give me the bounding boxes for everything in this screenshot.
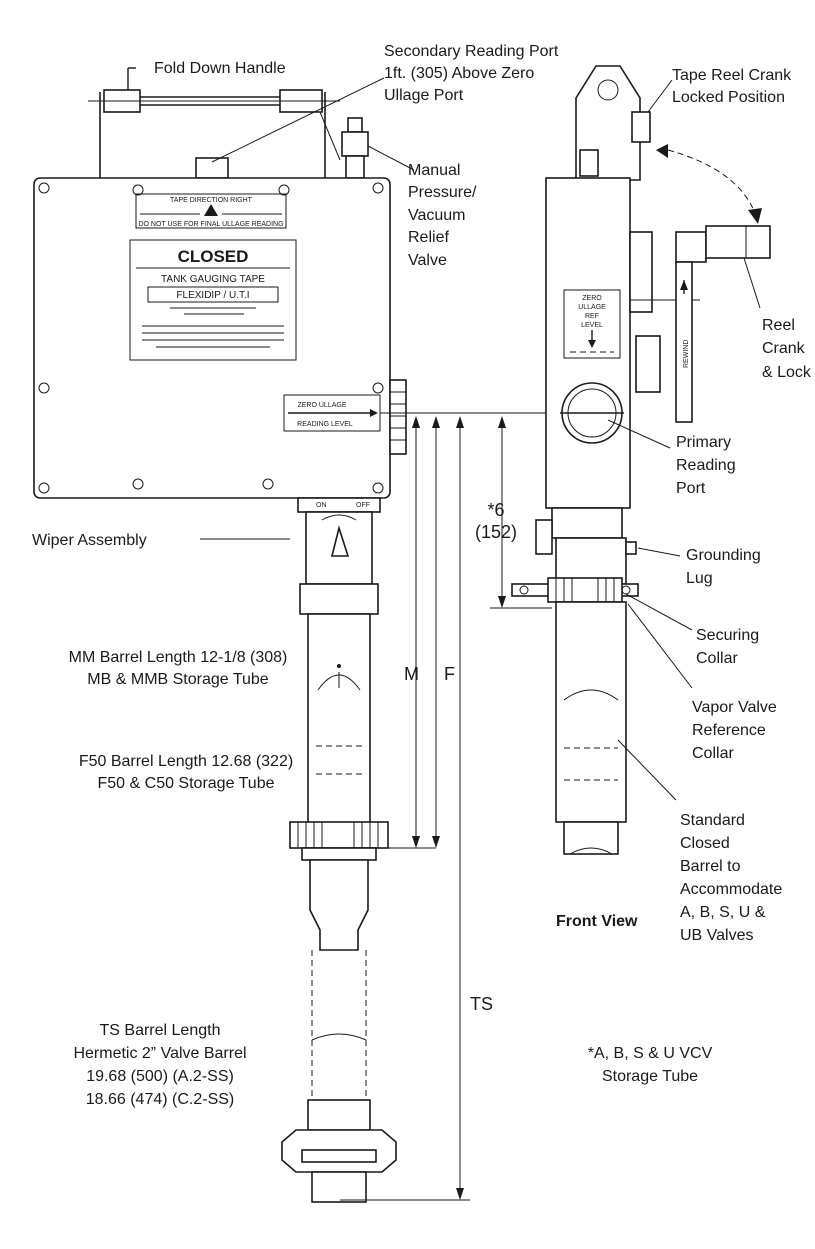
label-primary-port-3: Port — [676, 480, 706, 497]
label-secondary-port-2: 1ft. (305) Above Zero — [384, 65, 534, 82]
arrow-head-icon-2 — [656, 144, 668, 158]
label-ts-barrel-3: 19.68 (500) (A.2-SS) — [86, 1068, 234, 1085]
dim-m: M — [404, 664, 419, 684]
labels: Fold Down Handle Secondary Reading Port … — [32, 43, 812, 1108]
label-mm-barrel-1: MM Barrel Length 12-1/8 (308) — [69, 649, 288, 666]
do-not-use-text: DO NOT USE FOR FINAL ULLAGE READING — [138, 221, 283, 228]
zero-ullage-text: ZERO ULLAGE — [297, 402, 346, 409]
label-vapor-2: Reference — [692, 722, 766, 739]
side-view: TAPE DIRECTION RIGHT DO NOT USE FOR FINA… — [33, 67, 407, 1203]
label-standard-4: Accommodate — [680, 881, 782, 898]
label-reel-crank-2: Crank — [762, 340, 806, 357]
dim-six: *6 — [487, 500, 504, 520]
label-relief-4: Relief — [408, 229, 449, 246]
label-fold-down-handle: Fold Down Handle — [154, 60, 286, 77]
brand-text: FLEXIDIP / U.T.I — [176, 290, 249, 301]
label-primary-port-2: Reading — [676, 457, 736, 474]
arrow-head-icon — [748, 208, 762, 224]
side-knob — [389, 379, 407, 455]
tape-direction-text: TAPE DIRECTION RIGHT — [170, 197, 253, 204]
label-grounding-1: Grounding — [686, 547, 761, 564]
main-housing — [33, 177, 391, 499]
label-relief-2: Pressure/ — [408, 184, 477, 201]
closed-title: CLOSED — [178, 247, 249, 266]
dim-ts: TS — [470, 994, 493, 1014]
label-secondary-port-3: Ullage Port — [384, 87, 464, 104]
label-relief-3: Vacuum — [408, 207, 466, 224]
label-tape-reel-crank-1: Tape Reel Crank — [672, 67, 792, 84]
tank-gauging-tape-title: TANK GAUGING TAPE — [161, 274, 265, 285]
fold-down-handle — [88, 67, 341, 180]
secondary-port-nub — [195, 157, 229, 179]
zero-text: ZERO — [582, 295, 602, 302]
label-reel-crank-1: Reel — [762, 317, 795, 334]
label-mm-barrel-2: MB & MMB Storage Tube — [87, 671, 269, 688]
label-relief-5: Valve — [408, 252, 447, 269]
label-standard-3: Barrel to — [680, 858, 741, 875]
closed-plate: CLOSED TANK GAUGING TAPE FLEXIDIP / U.T.… — [129, 239, 297, 361]
label-vcv-2: Storage Tube — [602, 1068, 698, 1085]
label-relief-1: Manual — [408, 162, 460, 179]
label-front-view: Front View — [556, 913, 638, 930]
level-text: LEVEL — [581, 322, 603, 329]
arrow-right-icon — [370, 409, 378, 417]
housing-screws — [38, 182, 384, 494]
label-vapor-3: Collar — [692, 745, 734, 762]
front-view: REWIND ZERO ULLAGE REF LEVEL — [511, 65, 771, 855]
leader-lines — [200, 77, 761, 801]
label-standard-5: A, B, S, U & — [680, 904, 766, 921]
dim-six-mm: (152) — [475, 522, 517, 542]
label-standard-2: Closed — [680, 835, 730, 852]
label-tape-reel-crank-2: Locked Position — [672, 89, 785, 106]
label-primary-port-1: Primary — [676, 434, 731, 451]
tape-direction-plate: TAPE DIRECTION RIGHT DO NOT USE FOR FINA… — [135, 193, 287, 229]
label-wiper-assembly: Wiper Assembly — [32, 532, 147, 549]
label-vapor-1: Vapor Valve — [692, 699, 777, 716]
label-ts-barrel-4: 18.66 (474) (C.2-SS) — [86, 1091, 235, 1108]
rewind-text: REWIND — [683, 340, 690, 368]
label-f50-barrel-2: F50 & C50 Storage Tube — [98, 775, 275, 792]
crank-motion-arrow — [667, 149, 757, 217]
dimension-lines — [340, 412, 560, 1201]
label-securing-1: Securing — [696, 627, 759, 644]
label-standard-1: Standard — [680, 812, 745, 829]
direction-triangle-icon — [204, 204, 218, 216]
label-vcv-1: *A, B, S & U VCV — [588, 1045, 713, 1062]
wiper-assembly-part: ON OFF — [297, 497, 381, 615]
dim-f: F — [444, 664, 455, 684]
lower-barrel — [281, 847, 397, 1203]
storage-tube — [307, 613, 371, 825]
label-secondary-port-1: Secondary Reading Port — [384, 43, 559, 60]
label-f50-barrel-1: F50 Barrel Length 12.68 (322) — [79, 753, 293, 770]
label-ts-barrel-1: TS Barrel Length — [100, 1022, 221, 1039]
ref-text: REF — [585, 313, 599, 320]
reading-level-text: READING LEVEL — [297, 421, 353, 428]
label-reel-crank-3: & Lock — [762, 364, 812, 381]
label-securing-2: Collar — [696, 650, 738, 667]
relief-valve — [341, 117, 369, 179]
collar-ring — [289, 821, 389, 849]
on-text: ON — [316, 502, 327, 509]
label-grounding-2: Lug — [686, 570, 713, 587]
label-ts-barrel-2: Hermetic 2” Valve Barrel — [73, 1045, 246, 1062]
label-standard-6: UB Valves — [680, 927, 754, 944]
off-text: OFF — [356, 502, 370, 509]
ullage-text: ULLAGE — [578, 304, 606, 311]
